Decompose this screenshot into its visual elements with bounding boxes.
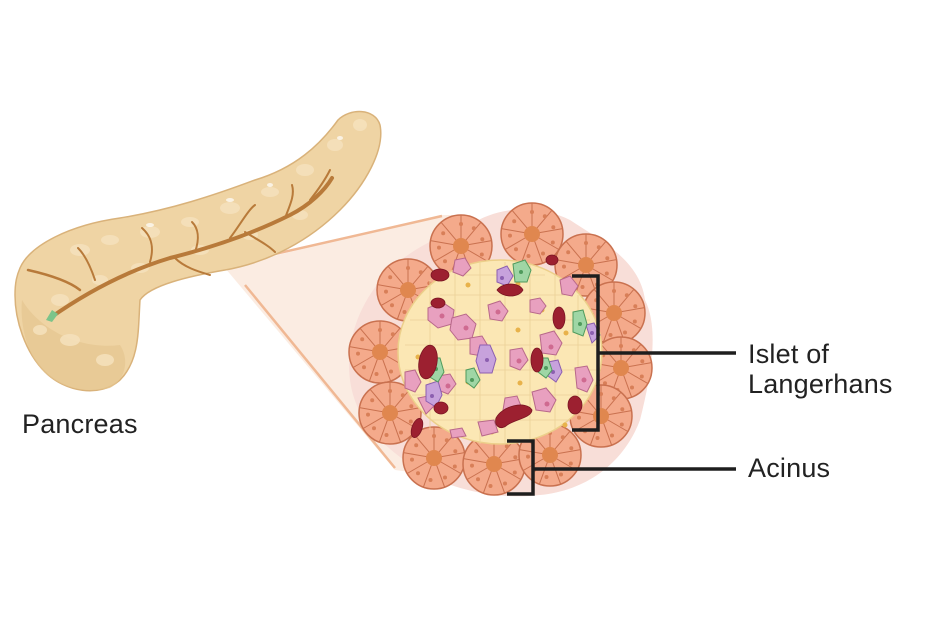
capillaries [410,254,583,438]
pancreas-label: Pancreas [22,409,138,439]
islet-bracket [572,274,736,432]
alpha-cells [404,257,594,439]
acinus-bracket [507,439,736,496]
islet-of-langerhans [397,254,603,445]
acinus-label: Acinus [748,453,831,483]
islet-label-line2: Langerhans [748,369,893,399]
duct-tip [46,310,58,322]
islet-label-line1: Islet of [748,339,830,369]
pancreatic-duct [26,169,334,320]
islet-of-langerhans-label: Islet of Langerhans [748,339,893,399]
